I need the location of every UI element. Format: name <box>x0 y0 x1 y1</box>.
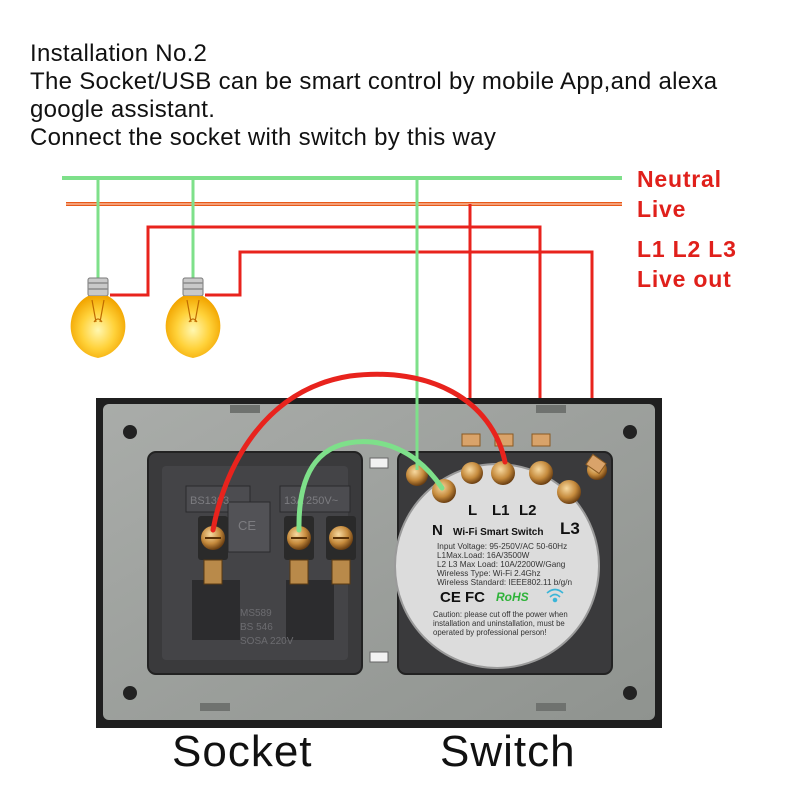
light-bulb-icon <box>165 180 221 358</box>
intro-text: Installation No.2 The Socket/USB can be … <box>30 40 790 152</box>
socket-live-link-wire <box>210 371 508 533</box>
switch-label-n: N <box>432 522 443 539</box>
switch-label-l: L <box>468 502 477 519</box>
socket-side-mark-3: SOSA 220V <box>240 636 294 647</box>
caution-line: Caution: please cut off the power when <box>433 610 568 619</box>
socket-neutral-link-wire <box>296 439 445 533</box>
rohs-mark: RoHS <box>496 590 529 604</box>
caution-line: operated by professional person! <box>433 628 547 637</box>
socket-side-mark-2: BS 546 <box>240 622 273 633</box>
switch-terminal-block <box>461 433 607 475</box>
installation-title: Installation No.2 <box>30 40 208 67</box>
switch-terminal-n <box>406 464 428 486</box>
caution-line: installation and uninstallation, must be <box>433 619 565 628</box>
switch-label-l1: L1 <box>492 502 510 519</box>
switch-product-name: Wi-Fi Smart Switch <box>453 527 543 538</box>
socket-terminal-live <box>198 516 228 585</box>
switch-terminal-l1 <box>491 461 515 485</box>
switch-spec-line: Wireless Type: Wi-Fi 2.4Ghz <box>437 569 541 578</box>
wifi-icon <box>546 588 564 603</box>
certification-marks: CE FC <box>440 589 485 606</box>
switch-spec-line: L1Max.Load: 16A/3500W <box>437 551 530 560</box>
switch-body <box>394 451 613 675</box>
switch-terminal-l3 <box>557 480 581 504</box>
light-bulb-icon <box>70 180 126 358</box>
socket-label: Socket <box>172 727 313 776</box>
socket-terminal-earth <box>326 516 356 585</box>
switch-spec-line: Input Voltage: 95-250V/AC 50-60Hz <box>437 542 567 551</box>
socket-side-mark-1: MS589 <box>240 608 272 619</box>
legend-live: Live <box>637 196 687 222</box>
socket-ce-mark: CE <box>238 518 256 533</box>
live-out-wire-l3 <box>205 250 594 462</box>
switch-spec-line: L2 L3 Max Load: 10A/2200W/Gang <box>437 560 566 569</box>
intro-line-3: Connect the socket with switch by this w… <box>30 124 497 151</box>
intro-line-1: The Socket/USB can be smart control by m… <box>30 68 718 95</box>
switch-label: Switch <box>440 727 576 776</box>
legend-neutral: Neutral <box>637 166 722 192</box>
socket-mark-rating: 13A 250V~ <box>284 495 338 507</box>
socket-terminal-neutral <box>284 516 314 585</box>
switch-terminal-l2 <box>529 461 553 485</box>
switch-label-l2: L2 <box>519 502 537 519</box>
intro-line-2: google assistant. <box>30 96 216 123</box>
switch-spec-line: Wireless Standard: IEEE802.11 b/g/n <box>437 578 572 587</box>
legend-l1-l2-l3: L1 L2 L3 <box>637 236 737 262</box>
switch-label-l3: L3 <box>560 519 580 538</box>
socket-body <box>147 451 363 675</box>
legend-live-out: Live out <box>637 266 732 292</box>
live-out-wire-l2 <box>110 225 542 436</box>
